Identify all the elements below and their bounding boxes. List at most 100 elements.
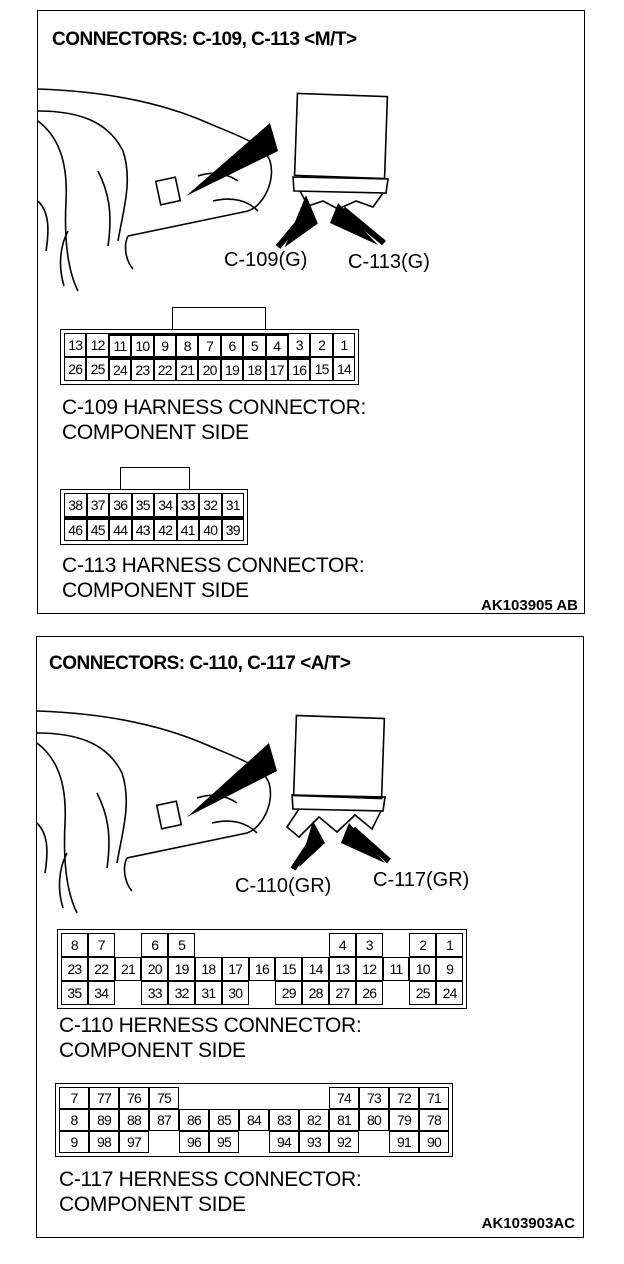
- connector-pin: 1: [436, 933, 463, 957]
- connector-pin: 8: [61, 933, 88, 957]
- connector-pin: 21: [176, 357, 199, 381]
- connector-pin: 1: [332, 333, 356, 357]
- connector-pin: 25: [409, 981, 437, 1005]
- connector-pin: 26: [355, 981, 383, 1005]
- connector-pin: 15: [275, 957, 303, 981]
- connector-pin: 9: [59, 1131, 89, 1153]
- connector-pin: 4: [329, 933, 356, 957]
- connector-pin: 73: [359, 1087, 389, 1109]
- connector-label-left: C-110(GR): [235, 875, 332, 897]
- connector-pin: 4: [265, 333, 288, 357]
- connector-pin: 16: [288, 357, 311, 381]
- panel-title: CONNECTORS: C-110, C-117 <A/T>: [49, 653, 351, 674]
- connector-latch: [221, 929, 303, 930]
- connector-pin: 71: [419, 1087, 449, 1109]
- connector-pin: 17: [265, 357, 288, 381]
- connector-shell: [60, 489, 248, 545]
- connector-pin: 2: [409, 933, 437, 957]
- connector-pin: 79: [389, 1109, 419, 1131]
- connector-pin: 14: [302, 957, 329, 981]
- connector-pin: 5: [243, 333, 266, 357]
- diagram-panel-at: CONNECTORS: C-110, C-117 <A/T> C-110(GR)…: [36, 636, 584, 1238]
- connector-pin: 75: [149, 1087, 179, 1109]
- connector-pin: 86: [179, 1109, 209, 1131]
- connector-pin: 5: [168, 933, 195, 957]
- connector-pin: 33: [176, 493, 199, 517]
- connector-pin: 15: [310, 357, 333, 381]
- connector-pin: 76: [119, 1087, 149, 1109]
- connector-pin: 7: [59, 1087, 89, 1109]
- diagram-panel-mt: CONNECTORS: C-109, C-113 <M/T> C-109(G) …: [37, 10, 585, 614]
- connector-latch: [203, 1083, 269, 1084]
- connector-pin: 13: [329, 957, 356, 981]
- connector-pin: 18: [195, 957, 222, 981]
- connector-pin: 9: [153, 333, 176, 357]
- connector-pin: 32: [168, 981, 195, 1005]
- connector-pin: 31: [221, 493, 244, 517]
- connector-pin: 72: [389, 1087, 419, 1109]
- connector-pin: 42: [154, 517, 177, 541]
- connector-pin: 88: [119, 1109, 149, 1131]
- connector-pin: 14: [332, 357, 356, 381]
- connector-pin: 2: [310, 333, 333, 357]
- connector-pin: 19: [168, 957, 195, 981]
- connector-pin: 80: [359, 1109, 389, 1131]
- panel-title: CONNECTORS: C-109, C-113 <M/T>: [52, 29, 357, 50]
- connector-pin: 36: [109, 493, 132, 517]
- connector-label-left: C-109(G): [224, 249, 308, 271]
- connector-pin: 3: [355, 933, 383, 957]
- connector-pin: 95: [209, 1131, 239, 1153]
- connector-pin: 22: [153, 357, 176, 381]
- connector-pin: 22: [87, 957, 115, 981]
- connector-pin: 33: [141, 981, 169, 1005]
- connector-pin: 11: [382, 957, 410, 981]
- connector-c113-caption: C-113 HARNESS CONNECTOR: COMPONENT SIDE: [62, 554, 365, 602]
- connector-label-right: C-113(G): [348, 251, 430, 273]
- connector-pin: 20: [198, 357, 221, 381]
- connector-pin: 24: [108, 357, 132, 381]
- connector-latch: [171, 307, 266, 329]
- dashboard-illustration: [37, 710, 391, 914]
- connector-pin: 20: [141, 957, 169, 981]
- connector-pin: 9: [436, 957, 463, 981]
- connector-pin: 92: [329, 1131, 359, 1153]
- connector-pin: 17: [221, 957, 249, 981]
- connector-pin: 45: [86, 517, 109, 541]
- connector-latch: [120, 467, 190, 489]
- connector-pin: 21: [114, 957, 142, 981]
- connector-pin: 10: [131, 333, 154, 357]
- connector-pin: 30: [221, 981, 249, 1005]
- connector-pin: 83: [269, 1109, 299, 1131]
- connector-pin: 89: [89, 1109, 119, 1131]
- connector-pin: 39: [221, 517, 244, 541]
- connector-pin: 7: [87, 933, 115, 957]
- connector-pin: 35: [61, 981, 88, 1005]
- connector-pin: 96: [179, 1131, 209, 1153]
- connector-pin: 34: [87, 981, 115, 1005]
- connector-pin: 28: [302, 981, 329, 1005]
- connector-pin: 27: [329, 981, 356, 1005]
- connector-pin: 94: [269, 1131, 299, 1153]
- connector-pin: 97: [119, 1131, 149, 1153]
- connector-pin: 81: [329, 1109, 359, 1131]
- connector-pin: 46: [64, 517, 87, 541]
- connector-pin: 37: [86, 493, 109, 517]
- connector-pin: 29: [275, 981, 303, 1005]
- connector-c109-caption: C-109 HARNESS CONNECTOR: COMPONENT SIDE: [62, 396, 366, 444]
- connector-pin: 23: [61, 957, 88, 981]
- connector-pin: 24: [436, 981, 463, 1005]
- connector-pin: 87: [149, 1109, 179, 1131]
- connector-pin: 41: [176, 517, 199, 541]
- dashboard-illustration: [38, 88, 389, 292]
- connector-pin: 98: [89, 1131, 119, 1153]
- connector-c110-caption: C-110 HERNESS CONNECTOR: COMPONENT SIDE: [59, 1014, 362, 1062]
- connector-pin: 35: [131, 493, 154, 517]
- connector-pin: 84: [239, 1109, 269, 1131]
- connector-pin: 19: [220, 357, 244, 381]
- connector-pin: 8: [59, 1109, 89, 1131]
- connector-pin: 38: [64, 493, 87, 517]
- connector-pin: 10: [409, 957, 437, 981]
- connector-pin: 43: [131, 517, 154, 541]
- connector-pin: 6: [141, 933, 169, 957]
- connector-pin: 12: [355, 957, 383, 981]
